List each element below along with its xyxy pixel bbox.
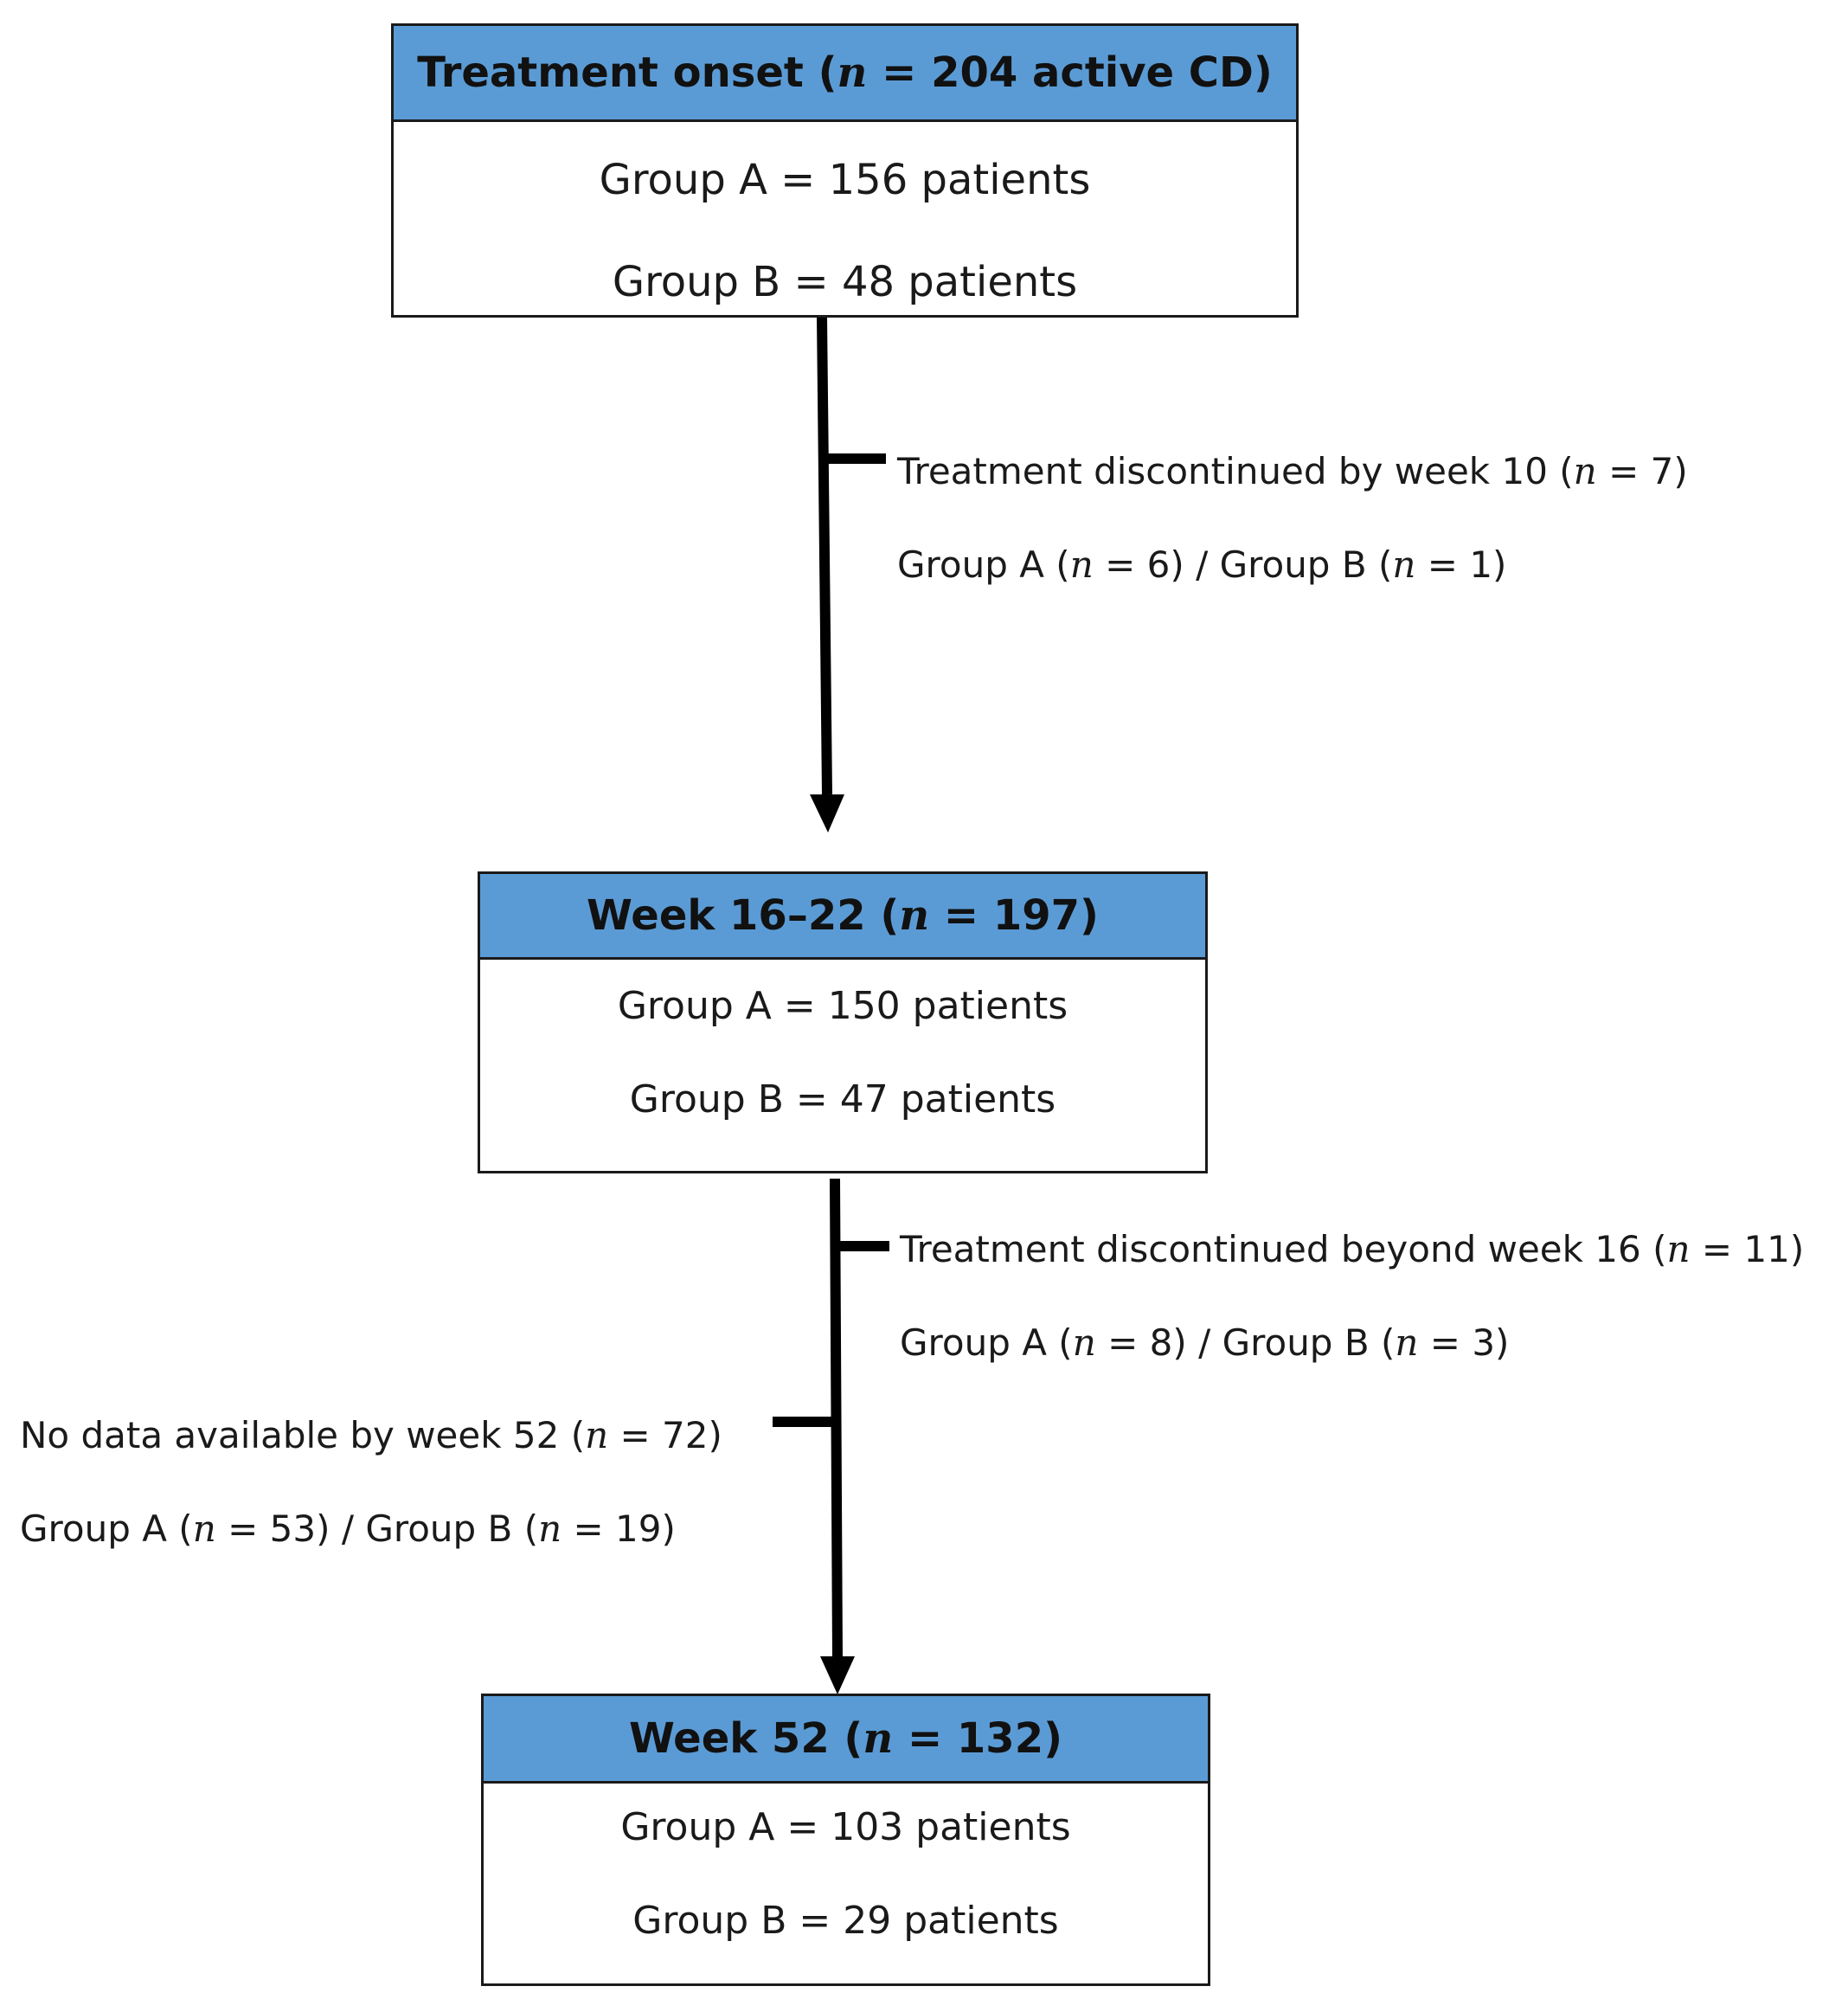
note-text: = 53) / Group B ( xyxy=(215,1507,539,1550)
arrow-week16-to-week52 xyxy=(830,1178,843,1659)
arrow-onset-to-week16 xyxy=(817,316,832,795)
arrowhead-onset-to-week16 xyxy=(810,794,844,832)
exclusion-week10-line1: Treatment discontinued by week 10 (n = 7… xyxy=(897,450,1688,492)
note-text: Treatment discontinued by week 10 ( xyxy=(897,450,1574,492)
note-text: Group A ( xyxy=(20,1507,193,1550)
stage-week16-group-b: Group B = 47 patients xyxy=(629,1077,1056,1122)
stage-box-week52: Week 52 (n = 132) Group A = 103 patients… xyxy=(481,1694,1210,1986)
n-symbol: n xyxy=(863,1714,894,1763)
note-text: = 19) xyxy=(561,1507,676,1550)
n-symbol: n xyxy=(1069,543,1094,586)
n-symbol: n xyxy=(1573,450,1597,492)
note-text: = 6) / Group B ( xyxy=(1093,543,1393,586)
stage-box-week16: Week 16–22 (n = 197) Group A = 150 patie… xyxy=(478,871,1208,1173)
stage-header-week16: Week 16–22 (n = 197) xyxy=(480,874,1205,960)
n-symbol: n xyxy=(538,1507,562,1550)
n-symbol: n xyxy=(1395,1321,1419,1364)
note-text: Treatment discontinued beyond week 16 ( xyxy=(900,1228,1667,1270)
note-text: = 7) xyxy=(1596,450,1688,492)
note-text: Group A ( xyxy=(897,543,1070,586)
n-symbol: n xyxy=(192,1507,216,1550)
note-text: No data available by week 52 ( xyxy=(20,1414,586,1456)
exclusion-week10-line2: Group A (n = 6) / Group B (n = 1) xyxy=(897,543,1506,586)
stage-week16-group-a: Group A = 150 patients xyxy=(617,984,1068,1028)
stage-onset-group-a: Group A = 156 patients xyxy=(599,156,1091,204)
title-text: Week 52 ( xyxy=(628,1714,863,1763)
n-symbol: n xyxy=(837,48,868,97)
title-text: Week 16–22 ( xyxy=(587,891,900,940)
title-text: = 204 active CD) xyxy=(867,48,1273,97)
exclusion-nodata52-line1: No data available by week 52 (n = 72) xyxy=(20,1414,722,1456)
n-symbol: n xyxy=(1666,1228,1691,1270)
stage-header-onset: Treatment onset (n = 204 active CD) xyxy=(394,26,1296,122)
note-text: Group A ( xyxy=(900,1321,1073,1364)
exclusion-beyond16-line1: Treatment discontinued beyond week 16 (n… xyxy=(900,1228,1804,1270)
note-text: = 1) xyxy=(1415,543,1507,586)
n-symbol: n xyxy=(899,891,930,940)
n-symbol: n xyxy=(585,1414,609,1456)
title-text: Treatment onset ( xyxy=(417,48,837,97)
stage-title-onset: Treatment onset (n = 204 active CD) xyxy=(417,48,1273,97)
n-symbol: n xyxy=(1392,543,1416,586)
note-text: = 3) xyxy=(1418,1321,1510,1364)
stage-week52-group-a: Group A = 103 patients xyxy=(620,1805,1071,1849)
n-symbol: n xyxy=(1072,1321,1096,1364)
stage-header-week52: Week 52 (n = 132) xyxy=(484,1696,1208,1784)
exclusion-beyond16-line2: Group A (n = 8) / Group B (n = 3) xyxy=(900,1321,1509,1364)
note-text: = 11) xyxy=(1690,1228,1805,1270)
exclusion-nodata52-line2: Group A (n = 53) / Group B (n = 19) xyxy=(20,1507,676,1550)
title-text: = 197) xyxy=(929,891,1099,940)
stage-onset-group-b: Group B = 48 patients xyxy=(612,258,1078,306)
arrowhead-week16-to-week52 xyxy=(820,1656,855,1694)
stage-week52-group-b: Group B = 29 patients xyxy=(632,1899,1059,1943)
stage-title-week16: Week 16–22 (n = 197) xyxy=(587,891,1099,940)
stage-box-onset: Treatment onset (n = 204 active CD) Grou… xyxy=(391,23,1299,318)
stage-title-week52: Week 52 (n = 132) xyxy=(629,1714,1062,1763)
title-text: = 132) xyxy=(893,1714,1063,1763)
note-text: = 8) / Group B ( xyxy=(1095,1321,1396,1364)
note-text: = 72) xyxy=(608,1414,722,1456)
